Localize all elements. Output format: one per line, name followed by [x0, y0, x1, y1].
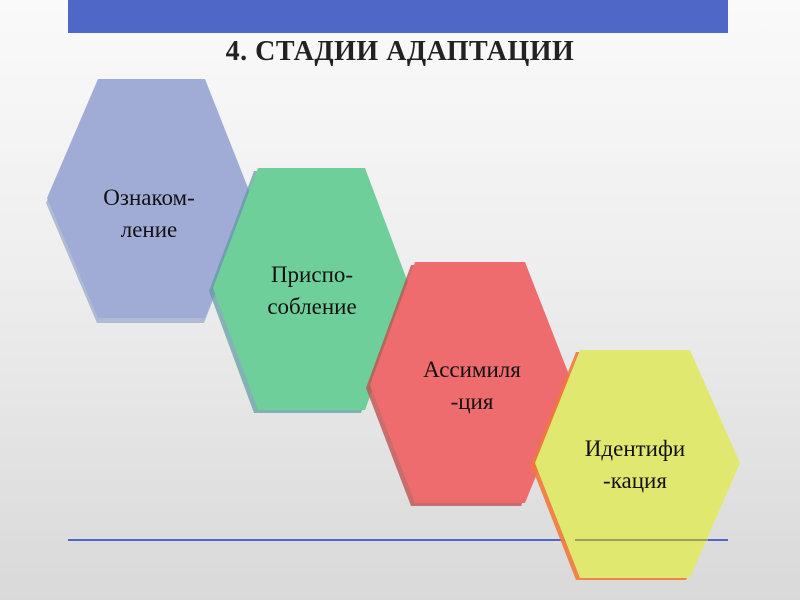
header-bar [68, 0, 728, 33]
slide-title: 4. СТАДИИ АДАПТАЦИИ [225, 36, 575, 67]
stage-label-4: Идентифи -кация [584, 436, 686, 493]
footer-divider [68, 539, 728, 541]
stage-hex-1 [47, 79, 252, 318]
stage-hex-4 [535, 350, 740, 578]
stage-hex-2 [213, 168, 410, 410]
stage-label-3: Ассимиля -ция [423, 357, 521, 414]
stage-label-2: Приспо- собление [267, 262, 357, 319]
stage-hex-3 [370, 262, 573, 503]
stage-label-1: Ознаком- ление [103, 185, 195, 242]
